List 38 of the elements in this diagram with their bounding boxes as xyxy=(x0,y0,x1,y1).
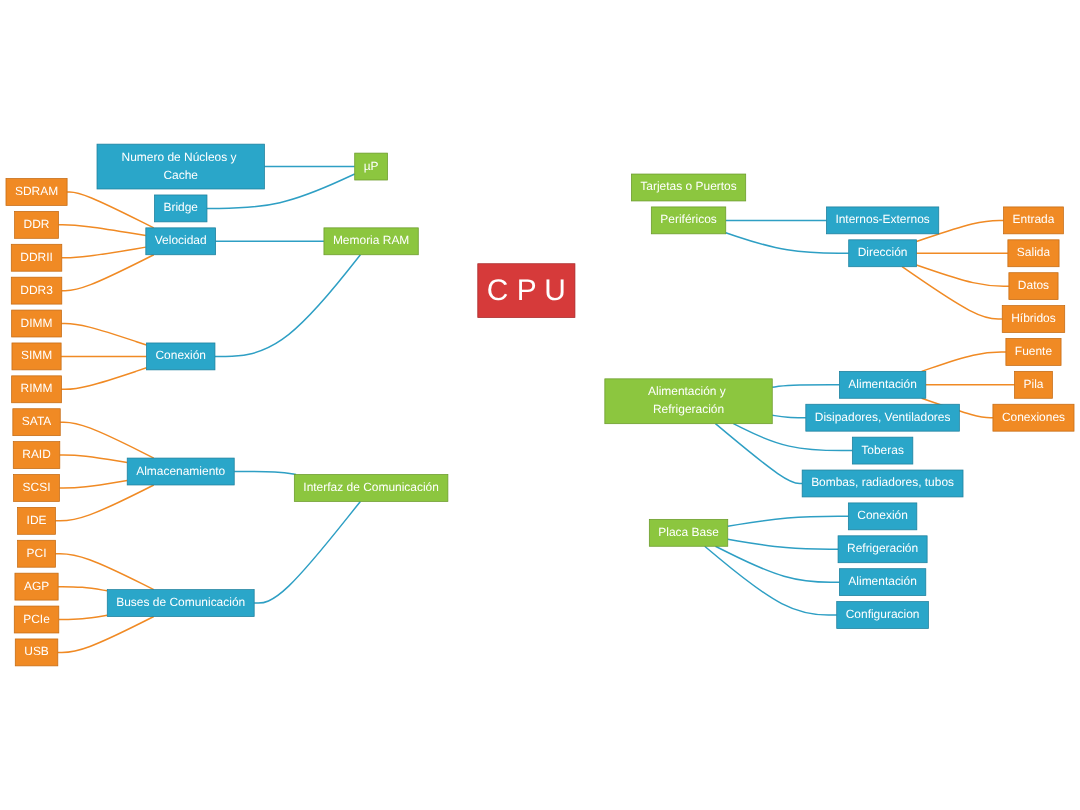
connector xyxy=(925,384,1016,386)
connector xyxy=(66,191,155,229)
connector xyxy=(54,553,155,591)
connector xyxy=(57,615,155,654)
connector xyxy=(61,254,155,292)
connector xyxy=(206,173,356,210)
connector xyxy=(60,322,148,346)
connector xyxy=(253,500,362,604)
connector xyxy=(233,470,297,476)
connector xyxy=(771,414,807,419)
connector xyxy=(60,355,148,358)
connector xyxy=(714,545,841,583)
connector xyxy=(57,224,147,237)
connector xyxy=(54,484,155,522)
connector xyxy=(263,165,356,168)
connector xyxy=(59,454,128,464)
connector xyxy=(727,515,850,528)
connector xyxy=(58,479,128,489)
connector xyxy=(58,614,108,621)
connector xyxy=(920,351,1007,373)
connector xyxy=(915,219,1005,243)
connector xyxy=(59,421,155,459)
connector xyxy=(725,232,850,254)
connector xyxy=(57,585,108,592)
node-box: C P U xyxy=(477,263,576,318)
connector xyxy=(725,219,828,222)
connector xyxy=(732,422,854,452)
connector xyxy=(214,254,362,358)
connector xyxy=(61,246,147,259)
connector xyxy=(214,240,325,243)
connector xyxy=(915,252,1009,254)
connector xyxy=(703,545,838,616)
connector xyxy=(727,538,839,550)
connector xyxy=(771,384,841,389)
connector xyxy=(714,422,803,485)
connector xyxy=(915,264,1010,287)
connector xyxy=(901,265,1003,320)
connector xyxy=(60,367,148,391)
